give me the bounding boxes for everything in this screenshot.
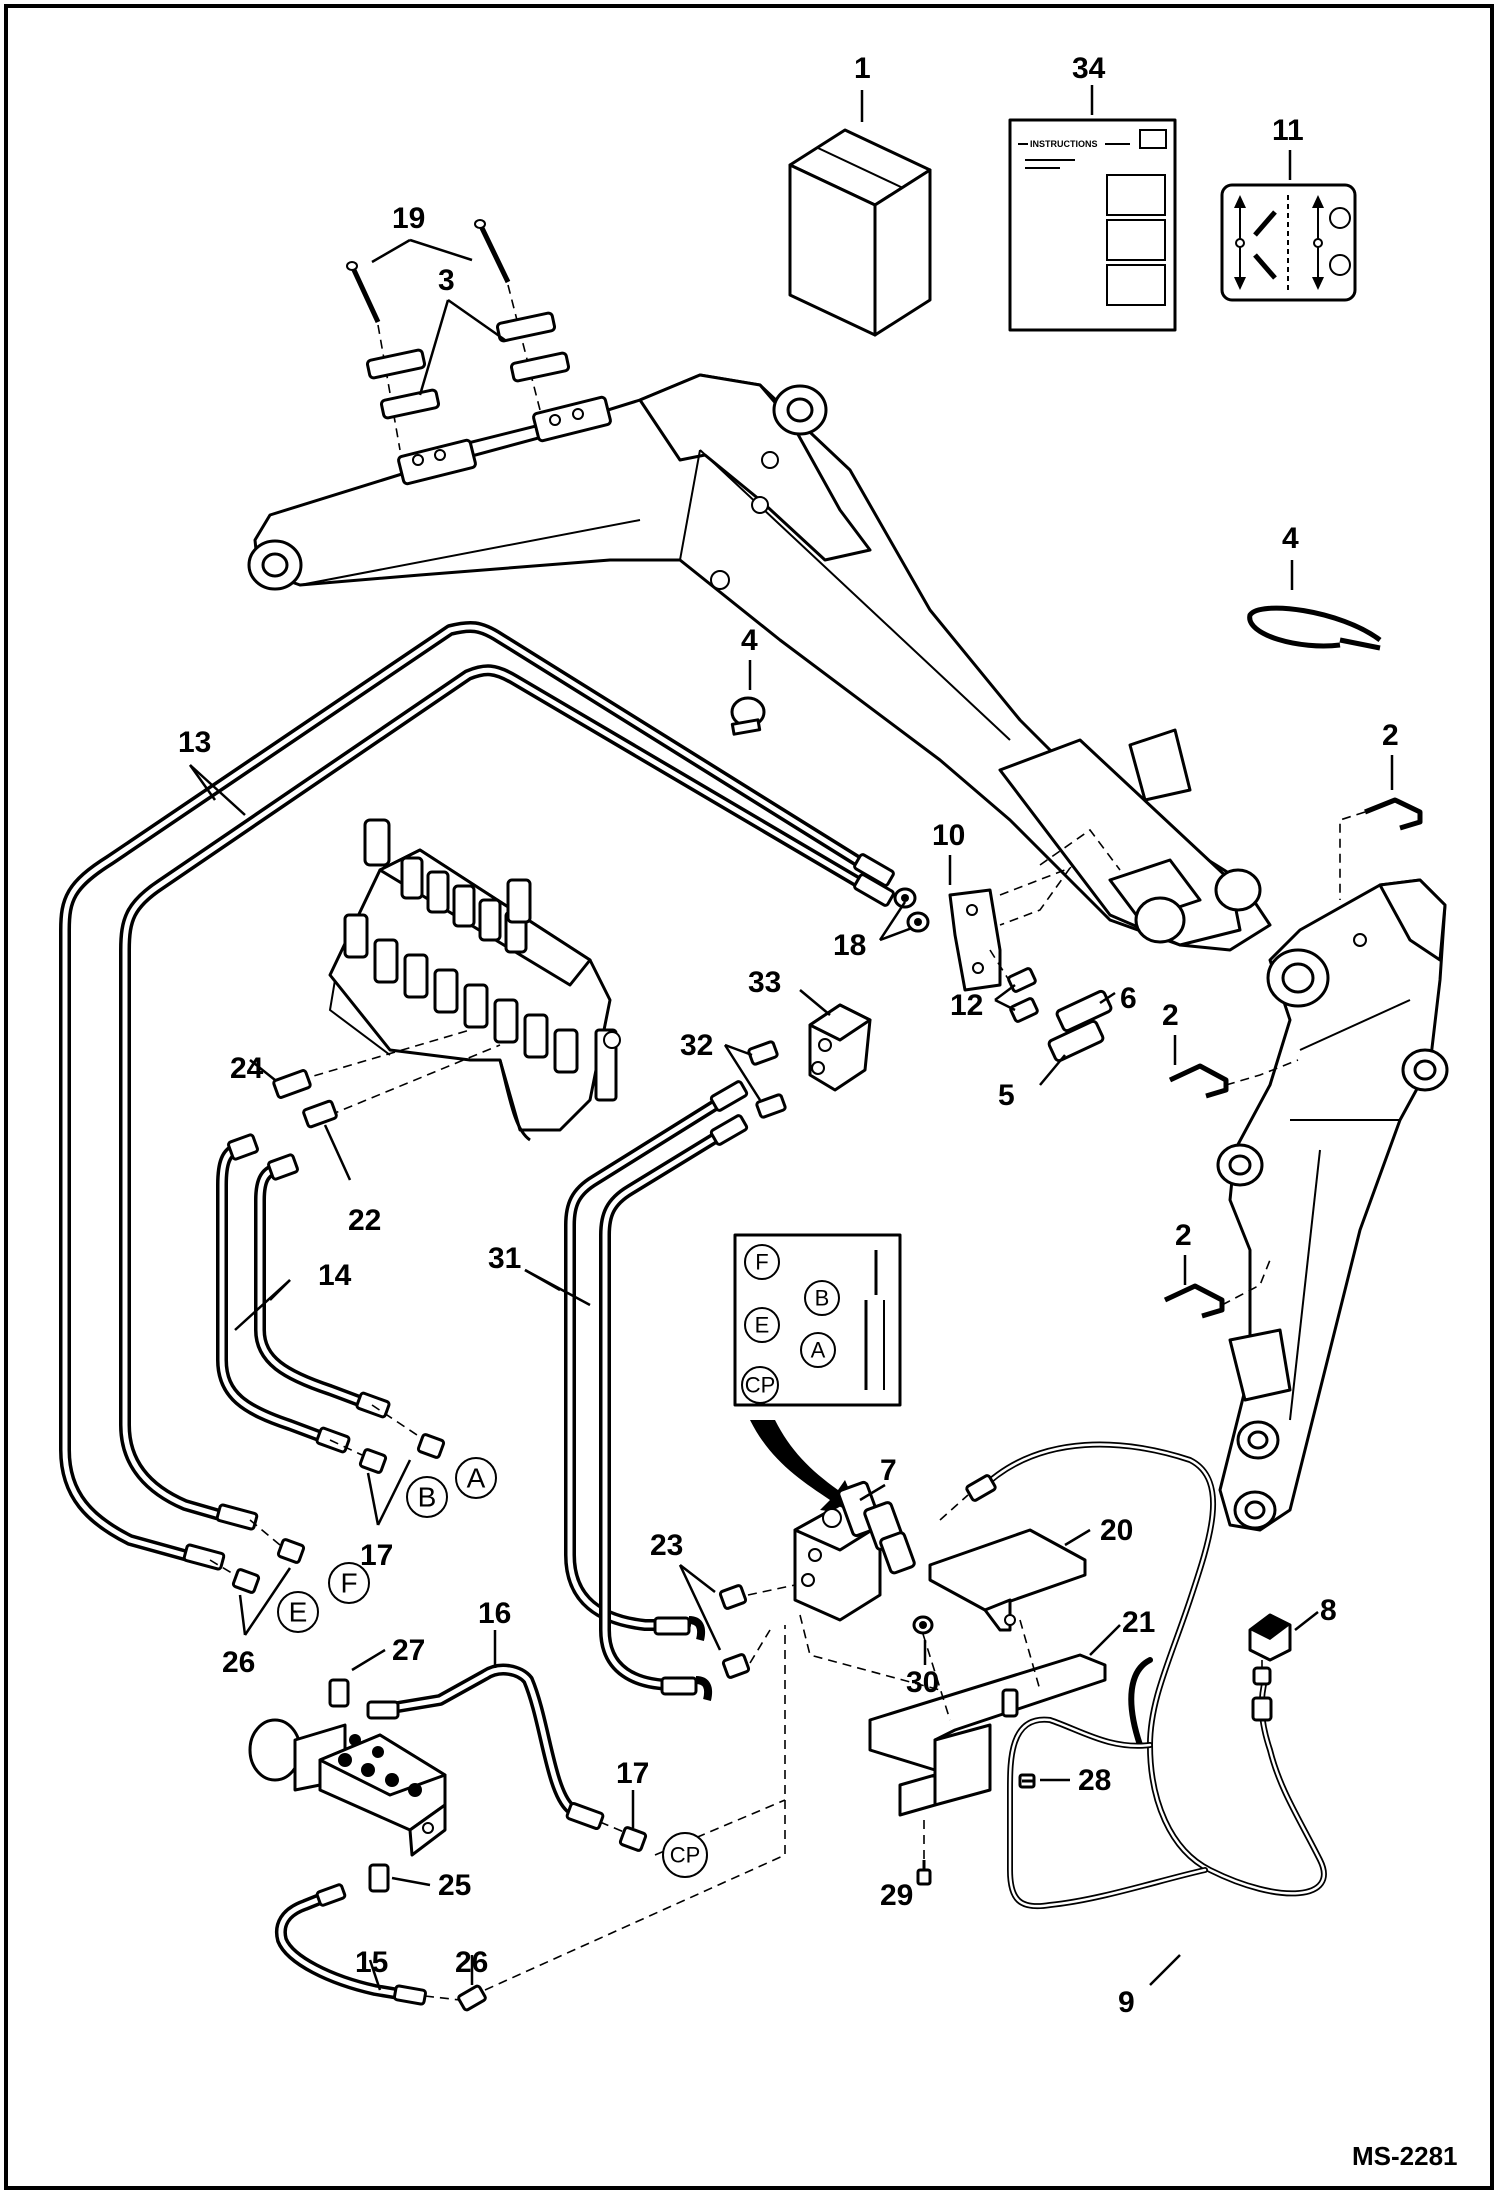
callout-15: 15 <box>355 1946 388 1979</box>
bulkhead-plate <box>948 888 1002 992</box>
decal-a: A <box>811 1338 826 1363</box>
callout-21: 21 <box>1122 1606 1155 1639</box>
decal-pointer-arrow <box>750 1420 860 1515</box>
wire-harness <box>965 1441 1327 1910</box>
callout-16: 16 <box>478 1597 511 1630</box>
callout-3: 3 <box>438 264 455 297</box>
rocker-switch <box>1248 1613 1292 1662</box>
diverter-fittings <box>747 1040 787 1119</box>
decal-f: F <box>755 1250 768 1275</box>
callout-5: 5 <box>998 1079 1015 1112</box>
solenoid-valve <box>793 1480 916 1622</box>
cable-tie-loose <box>1247 605 1382 651</box>
return-hose <box>275 1883 487 2012</box>
lock-pins <box>1163 797 1423 1319</box>
callout-11: 11 <box>1272 114 1304 147</box>
port-adapters-ef <box>231 1538 306 1594</box>
valve-adapters <box>272 1069 338 1129</box>
callout-32: 32 <box>680 1029 713 1062</box>
callout-34: 34 <box>1072 52 1106 85</box>
callout-2a: 2 <box>1382 719 1399 752</box>
callout-23: 23 <box>650 1529 683 1562</box>
callout-20: 20 <box>1100 1514 1133 1547</box>
solenoid-bracket <box>928 1528 1087 1632</box>
hose-clamps <box>365 311 571 420</box>
port-label-a: A <box>455 1457 497 1499</box>
instructions-heading: INSTRUCTIONS <box>1030 139 1098 149</box>
arm <box>1216 878 1449 1532</box>
port-cp-text: CP <box>670 1843 701 1868</box>
callout-9: 9 <box>1118 1986 1135 2019</box>
callout-29: 29 <box>880 1879 913 1912</box>
port-f-text: F <box>340 1568 357 1599</box>
diverter-valve <box>808 1003 872 1092</box>
callout-26b: 26 <box>455 1946 488 1979</box>
decal-cp: CP <box>745 1373 776 1398</box>
port-label-f: F <box>328 1562 370 1604</box>
boom-hoses <box>59 620 895 1571</box>
coupler-fittings <box>1007 967 1113 1063</box>
page-border <box>4 4 1494 2190</box>
callout-28: 28 <box>1078 1764 1111 1797</box>
figure-code: MS-2281 <box>1352 2141 1458 2171</box>
callout-27: 27 <box>392 1634 425 1667</box>
callout-4a: 4 <box>1282 522 1299 555</box>
callout-2c: 2 <box>1175 1219 1192 1252</box>
callout-31: 31 <box>488 1242 521 1275</box>
mounting-bracket <box>868 1653 1107 1817</box>
port-legend-decal: F B E A CP <box>733 1233 902 1407</box>
callout-22: 22 <box>348 1204 381 1237</box>
control-pattern-decal <box>1220 183 1357 302</box>
handle-elbows <box>328 1678 390 1893</box>
port-label-cp: CP <box>662 1832 708 1878</box>
cable-tie-on-hose <box>730 696 766 736</box>
callout-12: 12 <box>950 989 983 1022</box>
port-e-text: E <box>289 1597 308 1628</box>
callout-24: 24 <box>230 1052 264 1085</box>
callout-8: 8 <box>1320 1594 1337 1627</box>
pilot-hose <box>366 1663 605 1830</box>
diverter-hoses <box>564 1080 749 1701</box>
valve-hoses <box>216 1133 391 1454</box>
joystick-handle <box>248 1718 447 1857</box>
callout-2b: 2 <box>1162 999 1179 1032</box>
decal-e: E <box>755 1313 770 1338</box>
clamp-bolts <box>346 219 541 451</box>
port-adapters-ab <box>358 1433 446 1474</box>
decal-b: B <box>815 1286 830 1311</box>
callout-30: 30 <box>906 1666 939 1699</box>
callout-25: 25 <box>438 1869 471 1902</box>
solenoid-fittings <box>718 1584 751 1679</box>
callout-33: 33 <box>748 966 781 999</box>
port-label-b: B <box>406 1476 448 1518</box>
callout-7: 7 <box>880 1454 897 1487</box>
bracket-hardware <box>912 1615 1036 1886</box>
callout-19: 19 <box>392 202 425 235</box>
kit-box <box>788 128 932 337</box>
port-label-e: E <box>277 1591 319 1633</box>
callout-14: 14 <box>318 1259 352 1292</box>
instructions-sheet: INSTRUCTIONS <box>1008 118 1177 332</box>
callout-17a: 17 <box>360 1539 393 1572</box>
o-ring-fittings <box>893 887 930 933</box>
callout-4b: 4 <box>741 624 758 657</box>
callout-17b: 17 <box>616 1757 649 1790</box>
port-a-text: A <box>467 1463 486 1494</box>
callout-18: 18 <box>833 929 866 962</box>
callout-26a: 26 <box>222 1646 255 1679</box>
cp-adapter <box>618 1826 648 1852</box>
callout-10: 10 <box>932 819 965 852</box>
control-valve <box>328 818 621 1142</box>
callout-6: 6 <box>1120 982 1137 1015</box>
boom <box>247 373 1272 952</box>
callout-1: 1 <box>854 52 871 85</box>
port-b-text: B <box>418 1482 437 1513</box>
callout-13: 13 <box>178 726 211 759</box>
